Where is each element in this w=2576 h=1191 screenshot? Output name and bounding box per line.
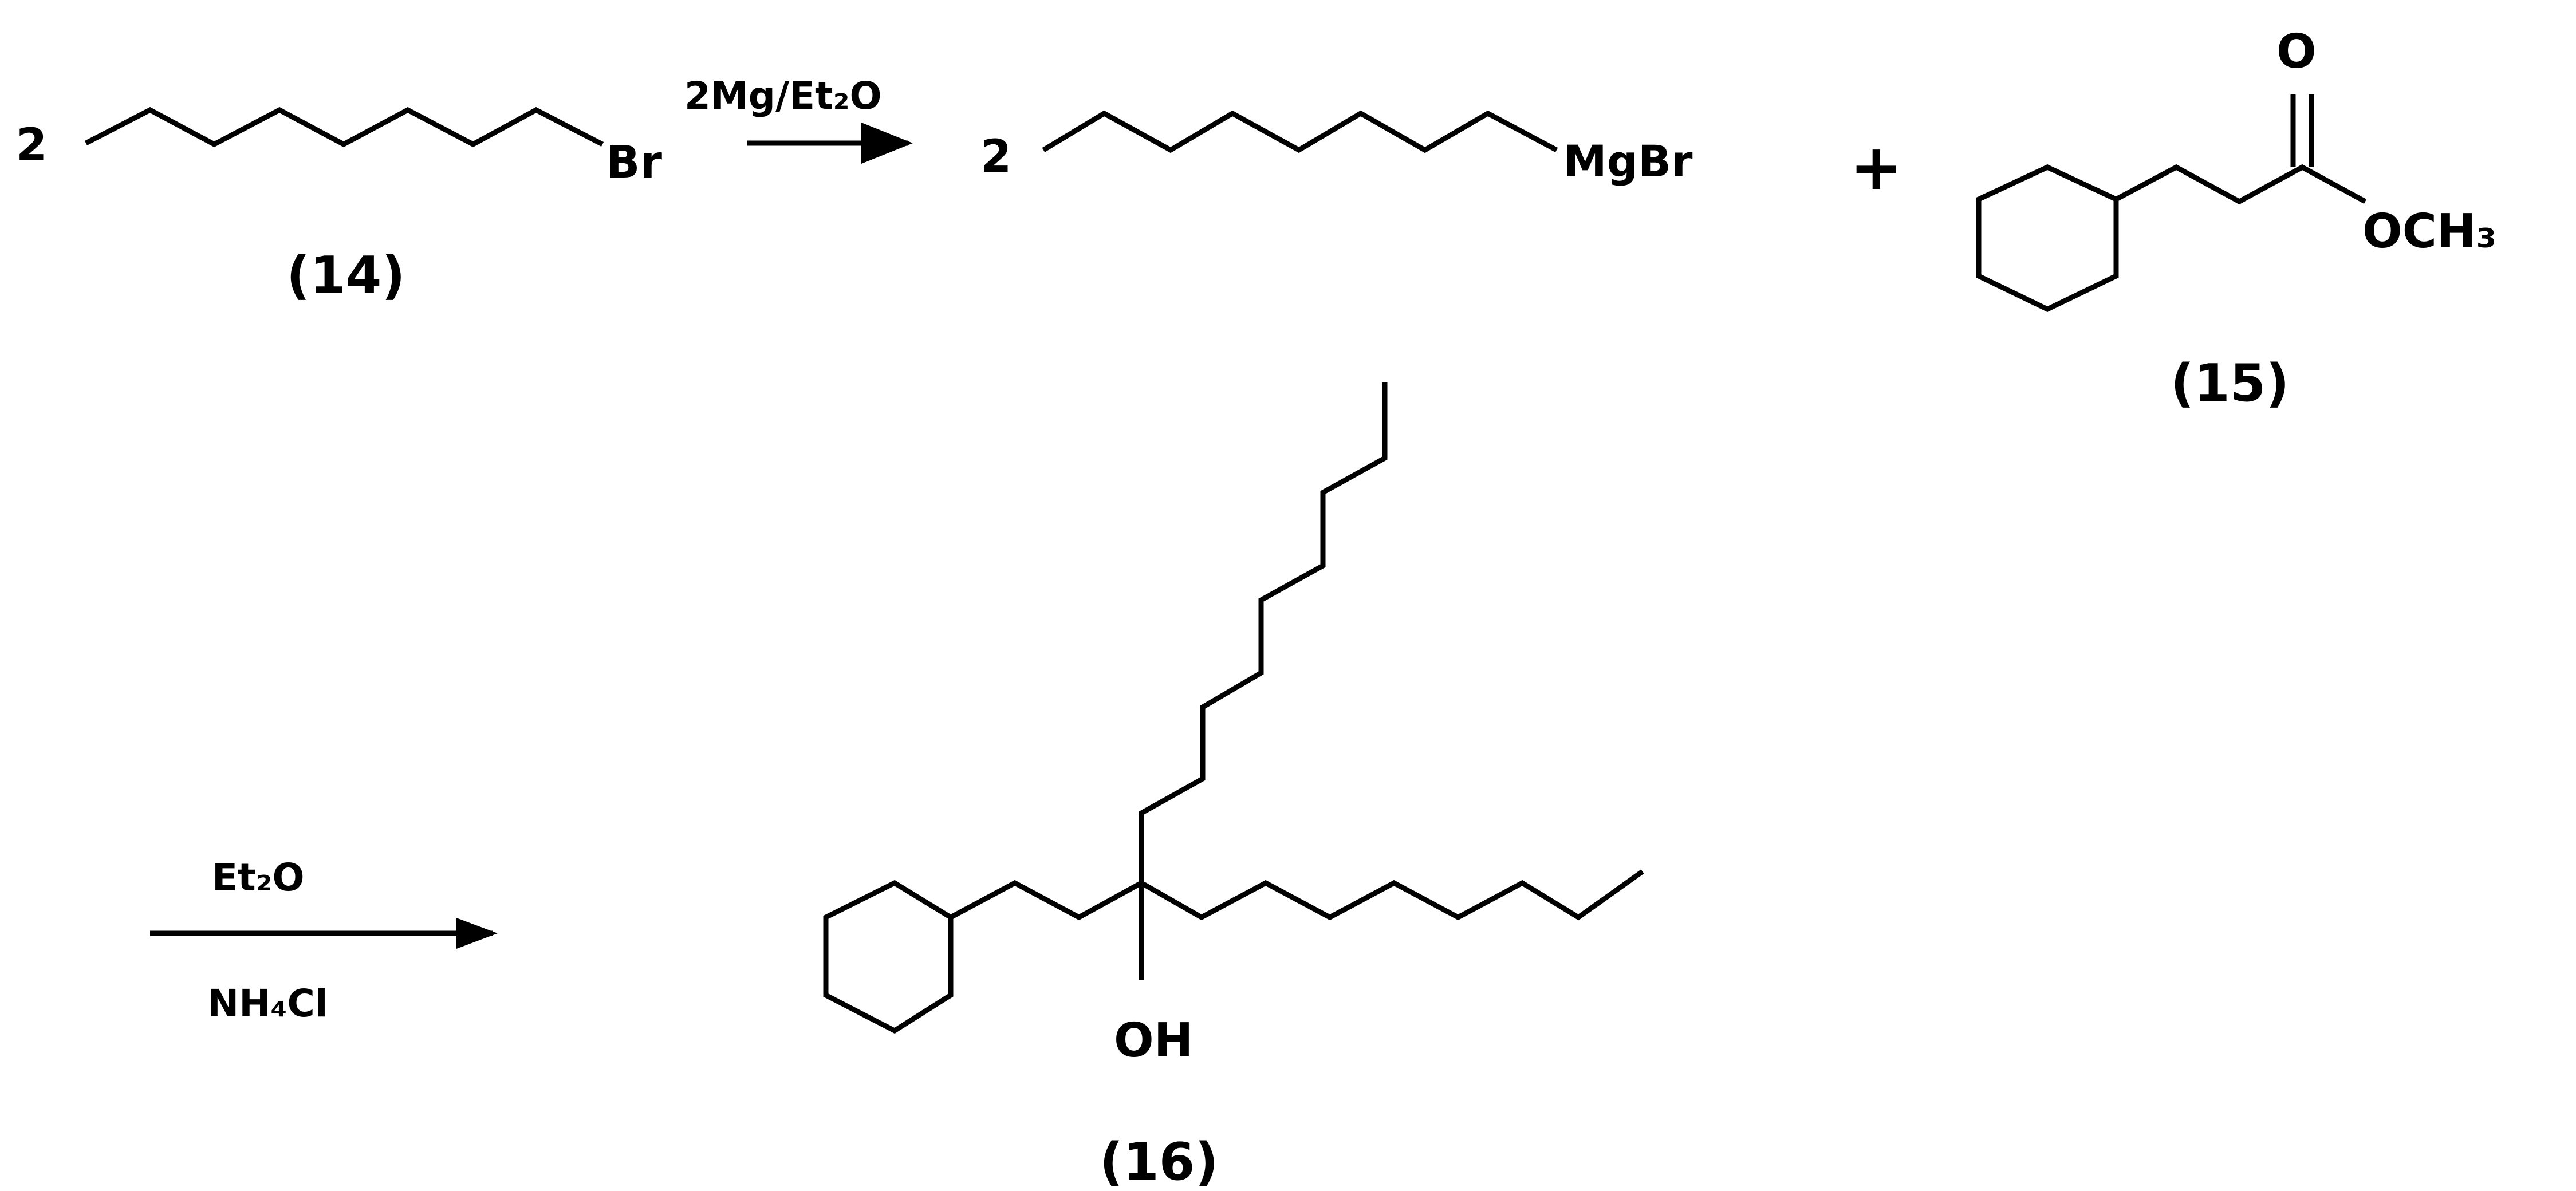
product-upper-octyl-chain [1139,382,1388,883]
grignard-atom: MgBr [1563,136,1693,187]
step1-conditions: 2Mg/Et₂O [684,74,882,118]
methoxy-group: OCH₃ [2362,204,2496,259]
product-coefficient: 2 [980,131,1011,183]
compound-label-15: (15) [2171,353,2290,413]
product-right-octyl-chain [1140,869,1644,921]
octyl-bromide-chain [84,107,604,148]
compound-label-14: (14) [286,246,405,306]
compound-label-16: (16) [1100,1132,1219,1191]
step2-conditions-above: Et₂O [212,855,305,900]
plus-sign: + [1850,131,1903,204]
product-cyclohexane-ring [823,880,954,1034]
reactant-coefficient: 2 [16,120,47,171]
ester-side-chain [2114,164,2367,205]
ester-cyclohexane-ring [1976,164,2119,312]
product-propyl-linker [949,880,1143,921]
octyl-grignard-chain [1042,110,1558,153]
bromine-atom: Br [606,137,662,188]
step2-conditions-below: NH₄Cl [207,981,328,1026]
hydroxyl-group: OH [1114,1013,1193,1068]
carbonyl-oxygen: O [2276,25,2317,79]
